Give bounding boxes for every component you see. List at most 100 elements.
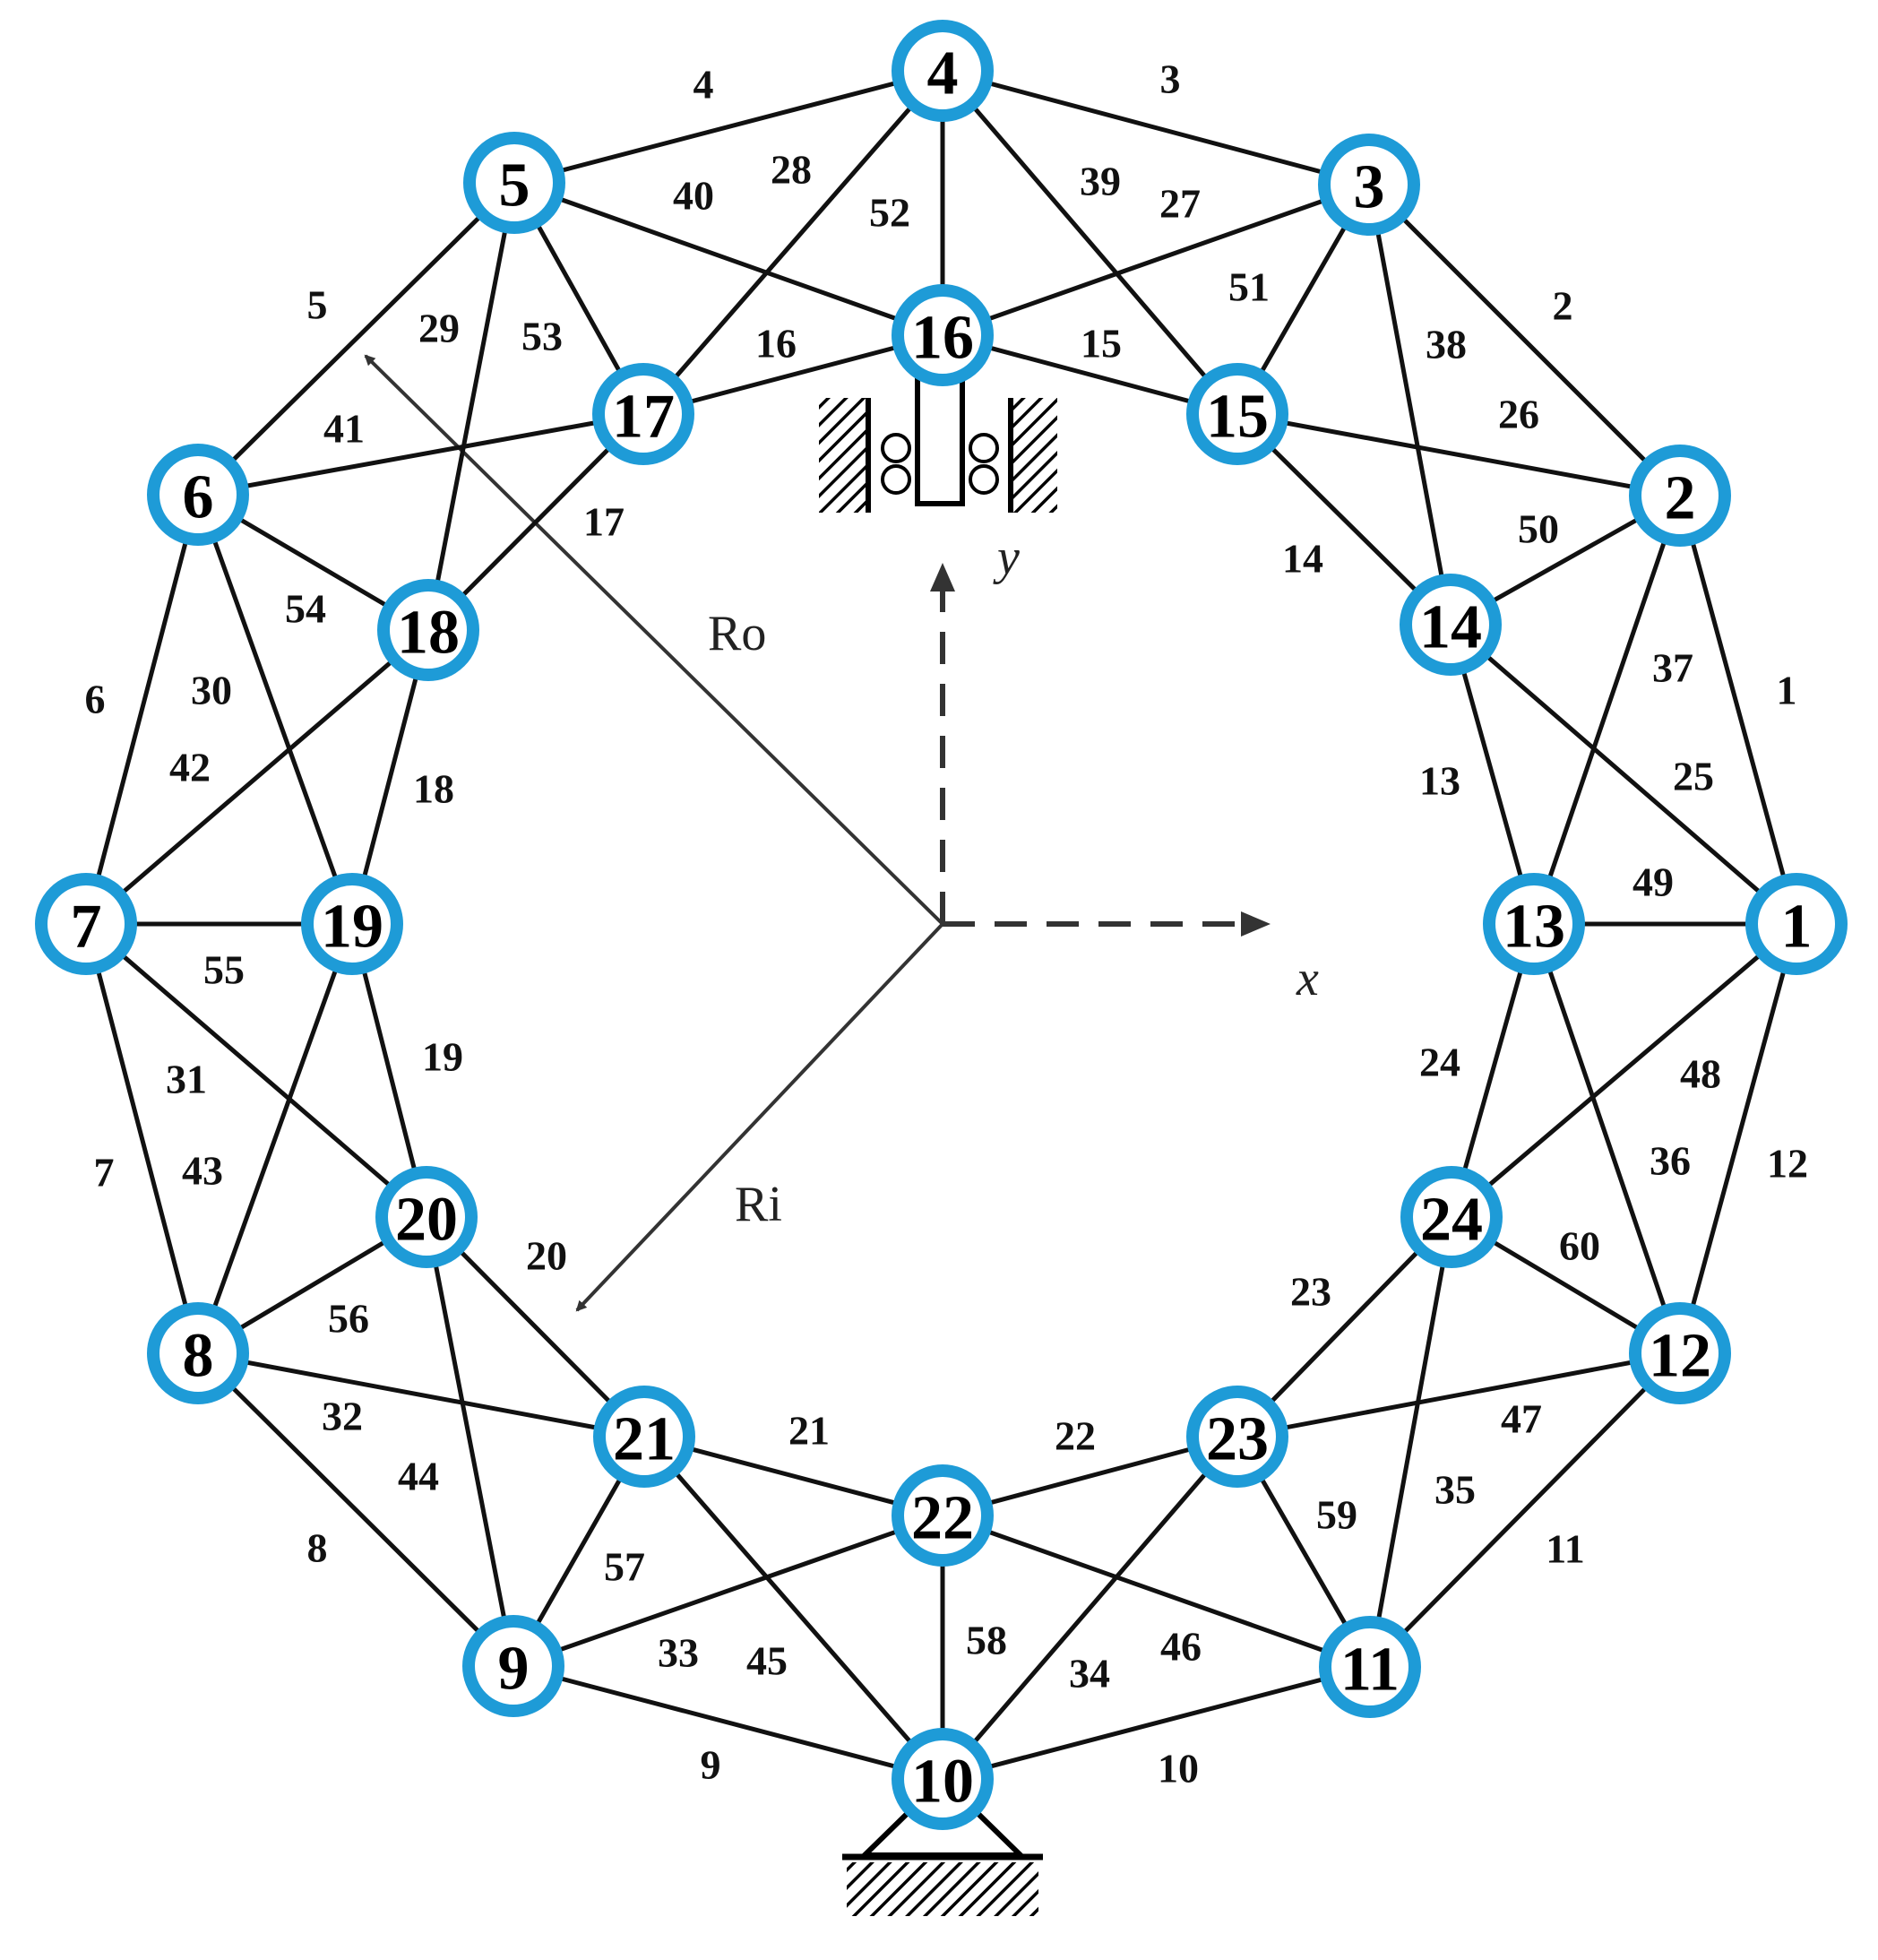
member-34 bbox=[940, 1434, 1240, 1782]
node-circle bbox=[1186, 1386, 1288, 1488]
member-label-16: 16 bbox=[755, 321, 797, 367]
member-label-57: 57 bbox=[604, 1544, 645, 1590]
member-12 bbox=[1677, 921, 1799, 1356]
node-circle bbox=[1629, 445, 1731, 547]
member-29 bbox=[426, 180, 517, 633]
roller-icon bbox=[881, 464, 911, 495]
member-37 bbox=[1531, 493, 1683, 927]
member-label-44: 44 bbox=[398, 1454, 439, 1499]
node-circle bbox=[377, 579, 479, 681]
member-label-34: 34 bbox=[1069, 1651, 1110, 1697]
member-label-60: 60 bbox=[1559, 1223, 1600, 1269]
node-circle bbox=[892, 1464, 994, 1567]
node-18: 18 bbox=[377, 579, 479, 681]
member-31 bbox=[83, 921, 429, 1220]
inner-radius-label: Ri bbox=[735, 1177, 782, 1232]
member-label-6: 6 bbox=[85, 677, 106, 722]
member-7 bbox=[83, 921, 201, 1356]
top-roller-support bbox=[819, 365, 1057, 513]
member-label-29: 29 bbox=[418, 306, 460, 351]
node-16: 16 bbox=[892, 284, 994, 386]
right-guide-wall bbox=[1011, 398, 1057, 513]
member-label-11: 11 bbox=[1546, 1526, 1584, 1572]
node-number: 7 bbox=[71, 893, 102, 962]
node-10: 10 bbox=[892, 1728, 994, 1830]
y-axis-label: y bbox=[993, 530, 1020, 585]
member-label-32: 32 bbox=[322, 1394, 363, 1439]
x-axis-arrowhead bbox=[1241, 911, 1271, 937]
node-circle bbox=[1745, 873, 1848, 975]
member-label-59: 59 bbox=[1316, 1492, 1357, 1538]
member-32 bbox=[195, 1351, 647, 1439]
outer-radius-label: Ro bbox=[708, 606, 766, 661]
member-label-24: 24 bbox=[1419, 1040, 1460, 1085]
member-label-55: 55 bbox=[203, 947, 245, 993]
member-28 bbox=[641, 68, 945, 417]
node-number: 23 bbox=[1206, 1405, 1269, 1474]
node-1: 1 bbox=[1745, 873, 1848, 975]
member-label-13: 13 bbox=[1419, 758, 1460, 804]
member-9 bbox=[511, 1663, 945, 1782]
member-label-39: 39 bbox=[1080, 159, 1121, 204]
node-circle bbox=[1318, 134, 1420, 236]
member-label-17: 17 bbox=[583, 499, 625, 545]
node-circle bbox=[892, 20, 994, 122]
member-label-4: 4 bbox=[693, 62, 714, 108]
member-label-14: 14 bbox=[1282, 536, 1323, 582]
member-label-47: 47 bbox=[1501, 1396, 1542, 1442]
member-35 bbox=[1367, 1214, 1454, 1670]
node-17: 17 bbox=[592, 363, 694, 465]
node-circle bbox=[147, 1302, 249, 1404]
member-label-50: 50 bbox=[1518, 506, 1559, 552]
node-number: 14 bbox=[1419, 593, 1482, 662]
member-label-36: 36 bbox=[1650, 1138, 1691, 1184]
member-label-35: 35 bbox=[1434, 1467, 1476, 1513]
member-47 bbox=[1235, 1351, 1683, 1439]
node-circle bbox=[1629, 1302, 1731, 1404]
member-label-15: 15 bbox=[1081, 321, 1122, 367]
member-45 bbox=[642, 1434, 945, 1782]
y-axis-arrowhead bbox=[930, 563, 955, 591]
member-38 bbox=[1366, 182, 1453, 627]
node-number: 5 bbox=[499, 151, 530, 220]
member-label-51: 51 bbox=[1228, 264, 1270, 310]
node-22: 22 bbox=[892, 1464, 994, 1567]
member-label-56: 56 bbox=[328, 1296, 369, 1342]
node-circle bbox=[35, 873, 137, 975]
member-label-49: 49 bbox=[1632, 859, 1674, 905]
member-label-52: 52 bbox=[869, 190, 910, 236]
node-circle bbox=[1400, 574, 1502, 676]
node-24: 24 bbox=[1400, 1166, 1503, 1268]
member-label-54: 54 bbox=[285, 586, 326, 632]
node-6: 6 bbox=[147, 444, 249, 546]
node-number: 6 bbox=[183, 463, 214, 532]
node-number: 8 bbox=[183, 1322, 214, 1391]
member-label-22: 22 bbox=[1055, 1413, 1096, 1459]
node-number: 22 bbox=[911, 1484, 974, 1553]
member-8 bbox=[195, 1351, 516, 1669]
member-5 bbox=[195, 180, 517, 497]
ground-hatch bbox=[847, 1862, 1038, 1916]
node-4: 4 bbox=[892, 20, 994, 122]
member-21 bbox=[642, 1434, 945, 1518]
member-label-8: 8 bbox=[307, 1525, 328, 1571]
node-15: 15 bbox=[1186, 363, 1288, 465]
member-label-27: 27 bbox=[1159, 181, 1201, 227]
member-41 bbox=[195, 411, 646, 497]
member-42 bbox=[83, 627, 431, 927]
node-number: 11 bbox=[1340, 1636, 1400, 1705]
node-number: 13 bbox=[1503, 893, 1565, 962]
node-circle bbox=[892, 1728, 994, 1830]
node-12: 12 bbox=[1629, 1302, 1731, 1404]
node-number: 9 bbox=[498, 1635, 530, 1704]
member-label-12: 12 bbox=[1767, 1141, 1808, 1187]
node-circle bbox=[375, 1166, 478, 1268]
node-number: 18 bbox=[397, 599, 460, 668]
node-circle bbox=[463, 132, 565, 234]
node-circle bbox=[592, 363, 694, 465]
roller-icon bbox=[969, 433, 999, 463]
guide-shaft bbox=[915, 365, 965, 506]
member-4 bbox=[512, 68, 945, 186]
member-39 bbox=[940, 68, 1240, 417]
